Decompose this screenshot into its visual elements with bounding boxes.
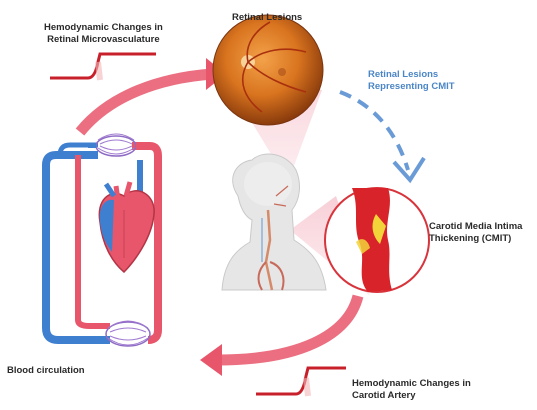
waveform-icon xyxy=(256,368,346,396)
heart-icon xyxy=(99,182,154,272)
label-line: Carotid Media Intima xyxy=(429,221,522,233)
arrow-to-retina xyxy=(80,58,226,132)
label-retinal-lesions-cmit: Retinal Lesions Representing CMIT xyxy=(368,69,455,93)
label-hemodynamic-microvasculature: Hemodynamic Changes in Retinal Microvasc… xyxy=(44,22,163,46)
label-line: Retinal Lesions xyxy=(368,69,455,81)
label-line: Retinal Microvasculature xyxy=(44,34,163,46)
label-line: Hemodynamic Changes in xyxy=(352,378,471,390)
label-cmit: Carotid Media Intima Thickening (CMIT) xyxy=(429,221,522,245)
waveform-icon xyxy=(50,54,156,80)
arrow-to-circulation xyxy=(200,296,358,376)
retina-fundus-icon xyxy=(213,15,323,125)
label-line: Carotid Artery xyxy=(352,390,471,402)
label-line: Representing CMIT xyxy=(368,81,455,93)
label-retinal-lesions: Retinal Lesions xyxy=(232,12,302,24)
label-line: Hemodynamic Changes in xyxy=(44,22,163,34)
label-blood-circulation: Blood circulation xyxy=(7,365,85,377)
label-line: Thickening (CMIT) xyxy=(429,233,522,245)
dashed-arrow xyxy=(340,92,424,180)
carotid-artery-icon xyxy=(325,188,429,292)
label-hemodynamic-carotid: Hemodynamic Changes in Carotid Artery xyxy=(352,378,471,402)
capillary-bed-icon xyxy=(106,321,150,346)
